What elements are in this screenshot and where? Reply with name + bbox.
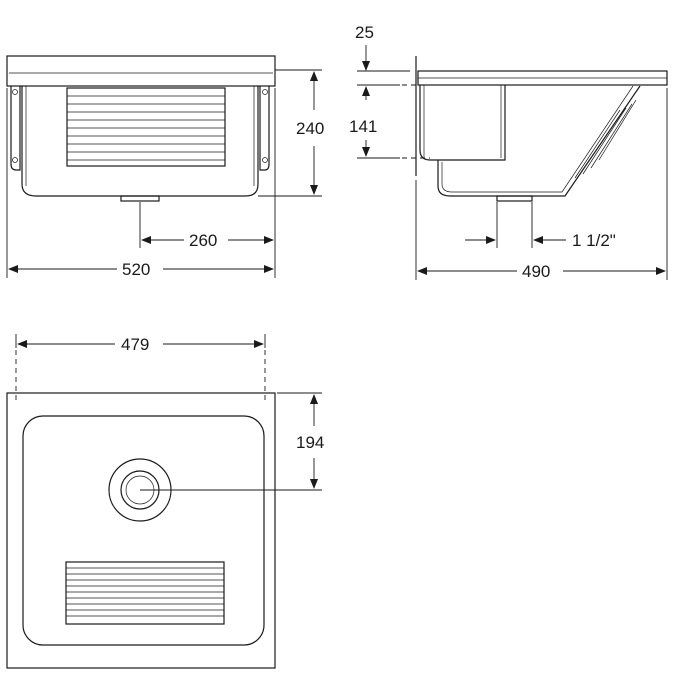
side-view: 25 141 1 1/2" 490 (349, 23, 668, 281)
side-top-thickness-label: 25 (355, 23, 374, 42)
front-drain-offset-label: 260 (189, 231, 217, 250)
front-washboard-ribs (67, 95, 225, 161)
plan-washboard (65, 561, 225, 625)
front-view: 240 260 520 (6, 55, 324, 279)
plan-washboard-ribs (66, 567, 224, 617)
front-rim (6, 55, 276, 87)
front-height-label: 240 (296, 119, 324, 138)
front-left-bracket (10, 86, 21, 171)
front-washboard (66, 87, 226, 167)
side-slope-hatching (574, 99, 637, 179)
plan-width-label: 479 (121, 335, 149, 354)
front-right-bracket (259, 86, 270, 171)
front-bowl (21, 86, 259, 197)
side-bowl-depth-label: 141 (349, 117, 377, 136)
plan-view: 479 194 (6, 334, 324, 669)
plan-basin (22, 415, 265, 646)
side-depth-label: 490 (522, 262, 550, 281)
front-width-label: 520 (122, 260, 150, 279)
side-lower-body (437, 85, 641, 197)
side-drain-size-label: 1 1/2" (572, 231, 616, 250)
plan-outer-rim (6, 392, 276, 669)
side-bowl (419, 85, 506, 161)
side-drain-stub (496, 195, 533, 202)
front-drain-stub (120, 195, 160, 202)
plan-drain-offset-label: 194 (296, 433, 324, 452)
